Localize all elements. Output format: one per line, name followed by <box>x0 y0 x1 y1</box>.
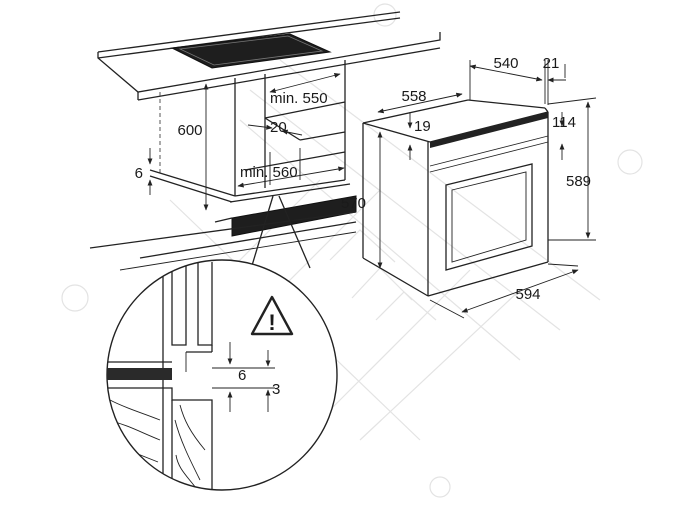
oven-door <box>445 163 533 271</box>
dim-vent-depth: 20 <box>270 119 287 136</box>
oven <box>362 99 549 297</box>
dim-oven-width: 594 <box>515 286 540 303</box>
cooktop <box>170 33 332 69</box>
dimension-lines-oven <box>377 60 597 319</box>
detail-magnifier <box>106 259 338 491</box>
dim-niche-height: 600 <box>177 122 202 139</box>
floor-line <box>89 211 357 271</box>
oven-control-panel <box>429 112 549 173</box>
dim-body-height: 570 <box>341 195 366 212</box>
dim-door-depth: 21 <box>543 55 560 72</box>
svg-text:!: ! <box>268 310 275 335</box>
dim-total-height: 589 <box>566 173 591 190</box>
dim-oven-width-top: 558 <box>401 88 426 105</box>
dimension-lines-niche <box>147 72 345 211</box>
dim-cutout-depth-min: min. 550 <box>270 90 328 107</box>
dim-top-gap: 19 <box>414 118 431 135</box>
dim-cutout-width-min: min. 560 <box>240 164 298 181</box>
dim-panel-height: 114 <box>552 114 576 131</box>
dim-oven-depth: 540 <box>493 55 518 72</box>
dim-shelf-gap: 6 <box>135 165 143 182</box>
dim-detail-gap-3: 3 <box>272 381 280 398</box>
warning-icon: ! <box>250 295 294 336</box>
detail-dimension-lines <box>212 342 275 412</box>
dim-detail-gap-6: 6 <box>238 367 246 384</box>
